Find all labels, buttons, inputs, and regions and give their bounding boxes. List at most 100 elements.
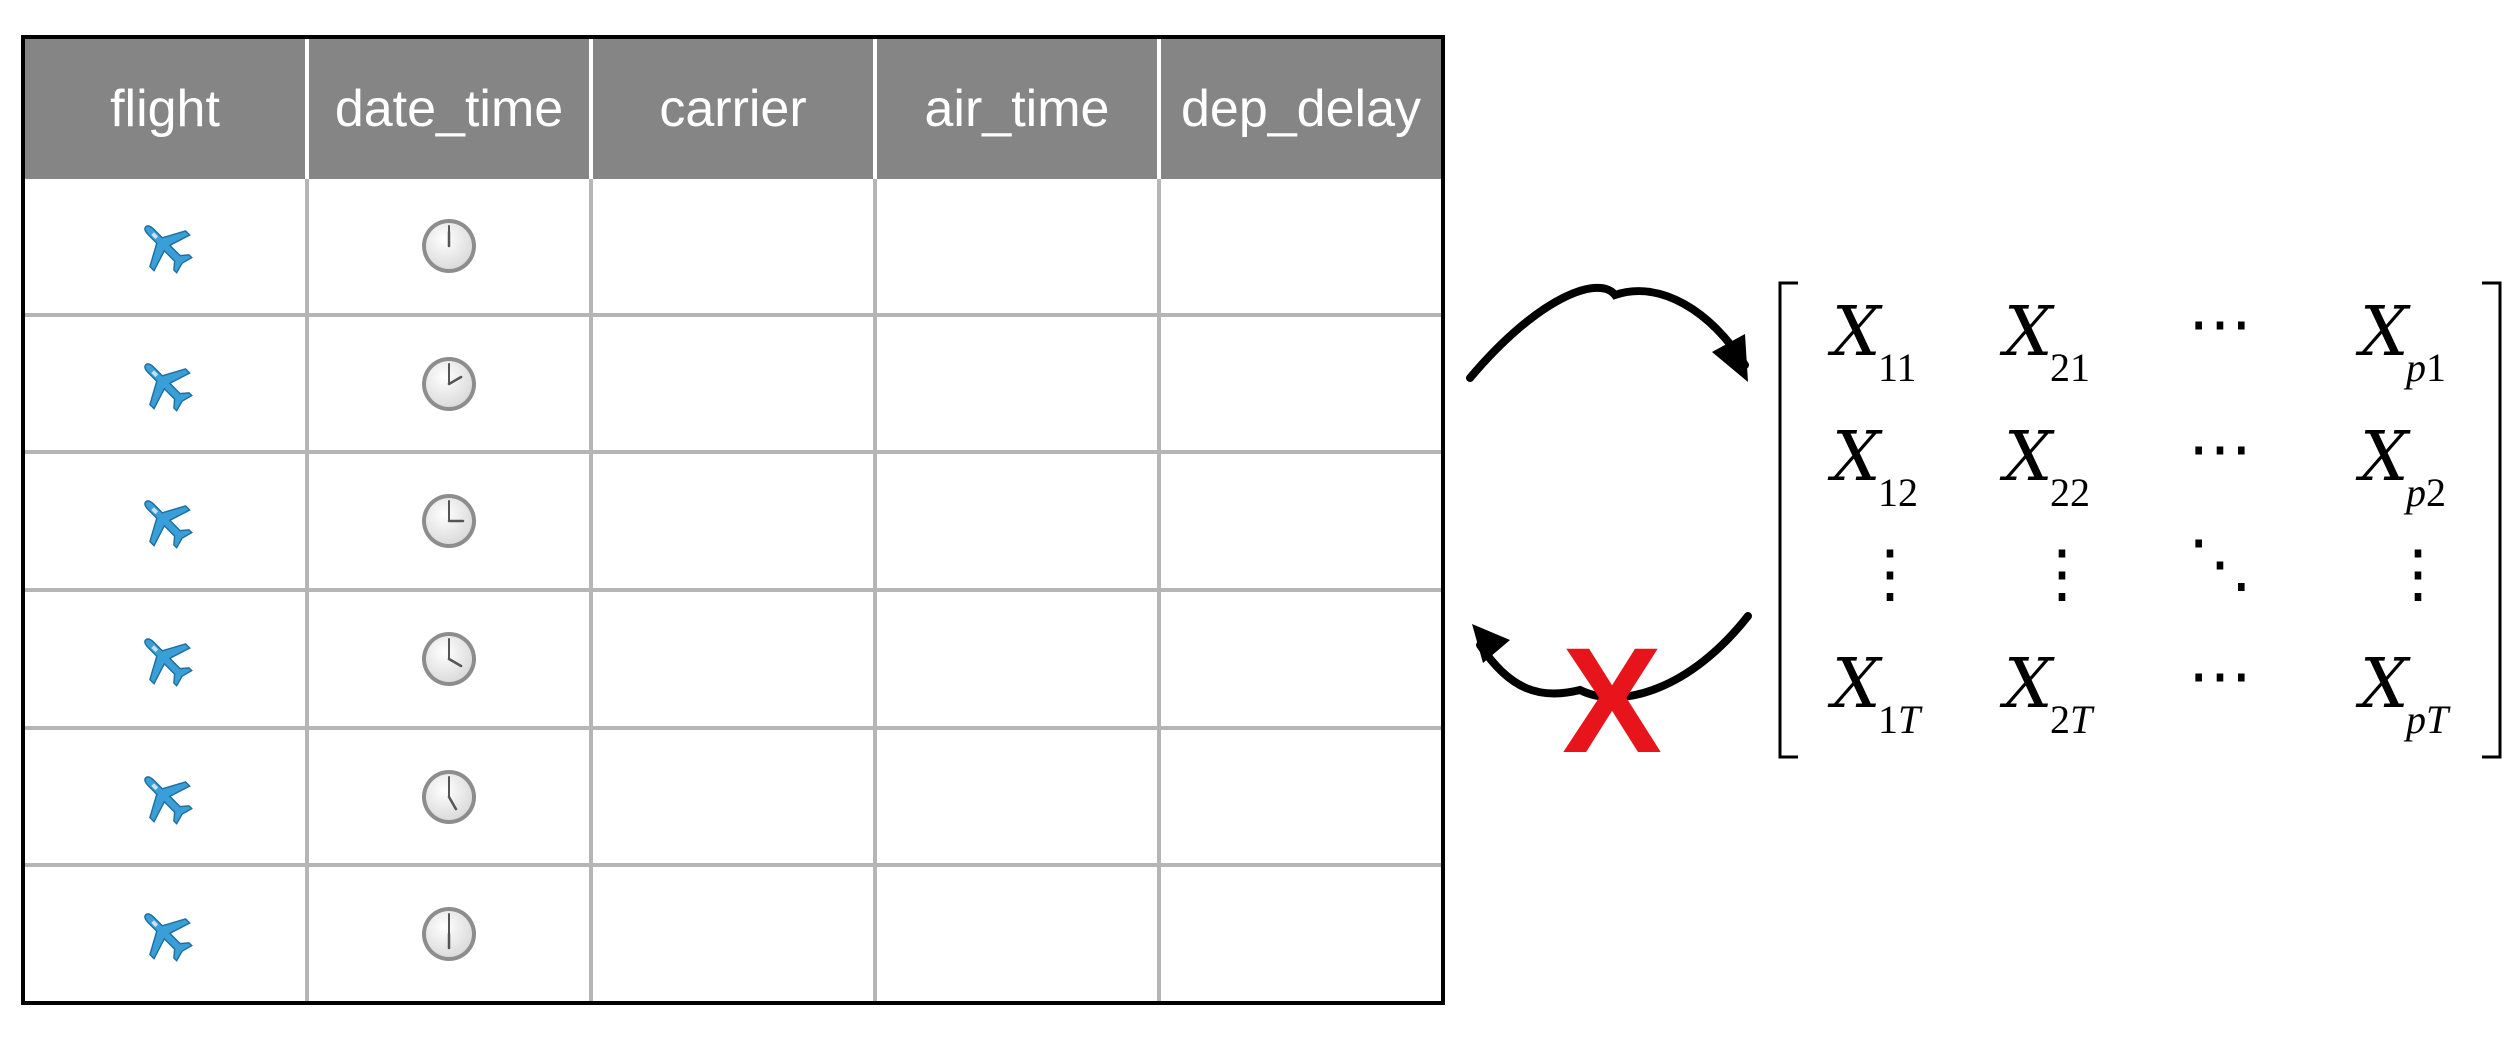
table-cell-flight (25, 316, 309, 451)
table-cell-date-time (309, 867, 593, 1002)
matrix-entry: X11 (1827, 293, 1917, 390)
airplane-icon (134, 353, 196, 415)
matrix-left-bracket (1778, 281, 1798, 759)
table-cell-carrier (593, 729, 877, 864)
table-cell-carrier (593, 179, 877, 313)
flights-table: flight date_time carrier air_time dep_de… (21, 35, 1445, 1005)
svg-text:X: X (2355, 293, 2411, 372)
svg-text:X: X (1827, 418, 1883, 497)
svg-text:⋯: ⋯ (2188, 640, 2252, 711)
matrix-right-bracket (2482, 281, 2502, 759)
svg-text:X: X (1999, 418, 2055, 497)
forward-arrowhead (1712, 334, 1748, 382)
matrix-entry: X2T (1999, 645, 2095, 742)
svg-text:⋮: ⋮ (2030, 538, 2094, 609)
svg-text:⋱: ⋱ (2188, 528, 2252, 599)
matrix-entry: ⋮ (1858, 538, 1922, 609)
backward-arrowhead (1472, 624, 1510, 663)
clock-icon (419, 904, 479, 964)
airplane-icon (134, 215, 196, 277)
matrix-entry: X22 (1999, 418, 2090, 515)
svg-text:X: X (1827, 645, 1883, 724)
forward-arrow (1466, 283, 1749, 382)
table-cell-carrier (593, 454, 877, 589)
table-cell-flight (25, 179, 309, 313)
blocked-x-mark: X (1562, 616, 1662, 784)
table-row (25, 312, 1441, 451)
table-cell-air-time (877, 592, 1161, 726)
airplane-icon (134, 628, 196, 690)
header-dep-delay: dep_delay (1181, 80, 1421, 138)
matrix-entry: ⋯ (2188, 288, 2252, 359)
matrix-entry: ⋯ (2188, 413, 2252, 484)
svg-text:22: 22 (2050, 470, 2090, 515)
airplane-icon (134, 490, 196, 552)
table-cell-air-time (877, 316, 1161, 451)
table-cell-date-time (309, 454, 593, 589)
airplane-icon (134, 903, 196, 965)
svg-text:X: X (1999, 645, 2055, 724)
svg-text:X: X (1827, 293, 1883, 372)
header-date-time: date_time (309, 39, 593, 179)
svg-text:11: 11 (1878, 345, 1917, 390)
svg-text:⋯: ⋯ (2188, 288, 2252, 359)
matrix-entry: ⋮ (2030, 538, 2094, 609)
svg-text:X: X (1999, 293, 2055, 372)
table-cell-carrier (593, 867, 877, 1002)
matrix-entry: Xp1 (2355, 293, 2446, 390)
svg-text:⋯: ⋯ (2188, 413, 2252, 484)
table-cell-air-time (877, 729, 1161, 864)
table-cell-air-time (877, 454, 1161, 589)
header-air-time: air_time (877, 39, 1161, 179)
svg-text:12: 12 (1878, 470, 1918, 515)
svg-text:⋮: ⋮ (2386, 538, 2450, 609)
table-row (25, 725, 1441, 864)
svg-text:X: X (2355, 645, 2411, 724)
table-cell-carrier (593, 592, 877, 726)
table-row (25, 450, 1441, 589)
clock-icon (419, 629, 479, 689)
clock-icon (419, 491, 479, 551)
matrix-entry: ⋱ (2188, 528, 2252, 599)
header-carrier: carrier (593, 39, 877, 179)
svg-text:⋮: ⋮ (1858, 538, 1922, 609)
table-body (25, 179, 1441, 1002)
airplane-icon (134, 766, 196, 828)
backward-arrow (1476, 612, 1752, 702)
table-cell-air-time (877, 867, 1161, 1002)
table-cell-flight (25, 729, 309, 864)
table-cell-date-time (309, 316, 593, 451)
table-cell-carrier (593, 316, 877, 451)
svg-text:pT: pT (2403, 697, 2451, 742)
table-cell-flight (25, 867, 309, 1002)
clock-icon (419, 354, 479, 414)
matrix-entry: X1T (1827, 645, 1923, 742)
svg-text:p2: p2 (2403, 470, 2446, 515)
table-row (25, 179, 1441, 313)
table-cell-date-time (309, 179, 593, 313)
svg-text:2T: 2T (2050, 697, 2095, 742)
matrix-entry: X21 (1999, 293, 2090, 390)
table-row (25, 863, 1441, 1002)
clock-icon (419, 767, 479, 827)
svg-text:21: 21 (2050, 345, 2090, 390)
header-flight: flight (25, 39, 309, 179)
matrix-entry: XpT (2355, 645, 2451, 742)
svg-text:X: X (2355, 418, 2411, 497)
table-row (25, 588, 1441, 726)
clock-icon (419, 216, 479, 276)
table-cell-date-time (309, 729, 593, 864)
matrix-entry: X12 (1827, 418, 1918, 515)
table-cell-flight (25, 454, 309, 589)
table-cell-air-time (877, 179, 1161, 313)
table-cell-date-time (309, 592, 593, 726)
matrix-entry: ⋯ (2188, 640, 2252, 711)
matrix-entry: ⋮ (2386, 538, 2450, 609)
table-cell-flight (25, 592, 309, 726)
table-header-row: flight date_time carrier air_time dep_de… (25, 39, 1441, 179)
matrix-entry: Xp2 (2355, 418, 2446, 515)
svg-text:1T: 1T (1878, 697, 1923, 742)
